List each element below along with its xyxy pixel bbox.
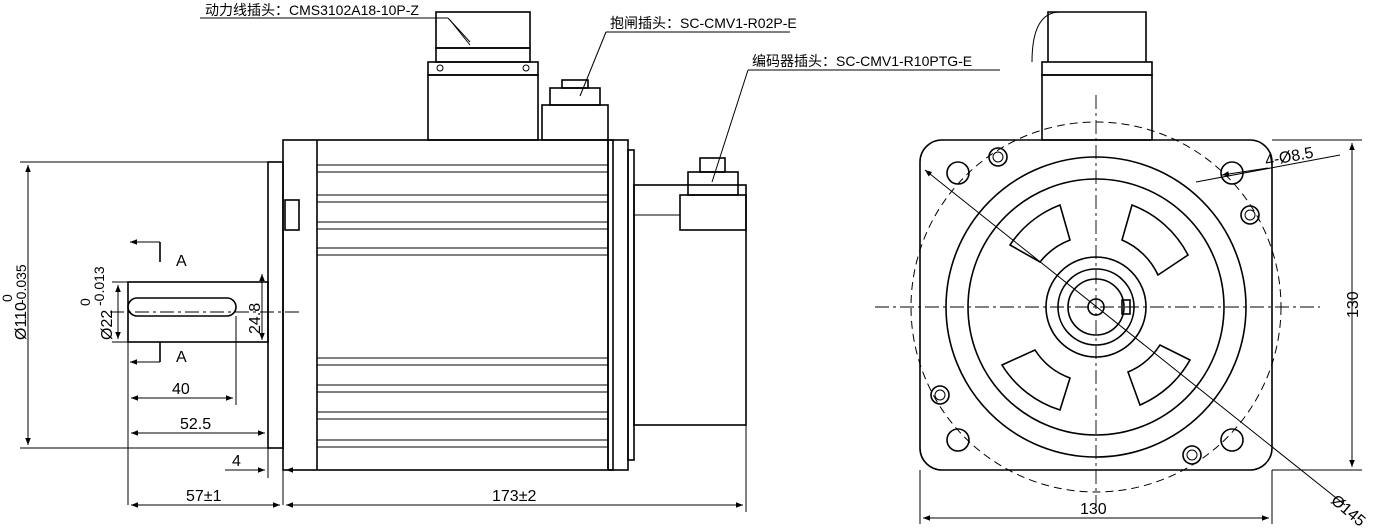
dim-key-length: 40: [127, 316, 237, 505]
dim-shaft-52: 52.5: [131, 416, 265, 436]
side-view: A A Ø110 0 -0.035 Ø22 0 -0.013 24.8: [0, 2, 1000, 512]
flange-tol-lower: -0.035: [13, 264, 29, 304]
dim-shaft-total: 57±1: [131, 488, 280, 508]
shaft-tol-lower: -0.013: [91, 266, 107, 306]
width-text: 130: [1080, 501, 1107, 518]
power-plug-label: 动力线插头：CMS3102A18-10P-Z: [205, 2, 419, 18]
front-view: Ø145 4-Ø8.5 130 130: [875, 11, 1368, 530]
dim-flange-thk: 4: [225, 448, 320, 505]
pcd-text: Ø145: [1327, 492, 1368, 530]
power-plug-callout: 动力线插头：CMS3102A18-10P-Z: [200, 2, 471, 43]
body-length-text: 173±2: [492, 488, 536, 505]
flange-dia-text: Ø110: [13, 302, 30, 340]
section-label-bottom: A: [176, 349, 187, 366]
section-marks: A A: [130, 239, 187, 366]
holes-text: 4-Ø8.5: [1264, 145, 1315, 170]
shaft-total-text: 57±1: [186, 488, 222, 505]
dim-body-length: 173±2: [286, 425, 747, 512]
dim-height: 130: [1272, 139, 1362, 471]
dim-pcd: Ø145: [924, 169, 1368, 530]
dim-width: 130: [919, 470, 1273, 524]
dim-flange-diameter: Ø110 0 -0.035: [0, 161, 268, 449]
shaft-tol-upper: 0: [77, 298, 93, 306]
encoder-plug-callout: 编码器插头：SC-CMV1-R10PTG-E: [711, 53, 1000, 183]
flange-thk-text: 4: [232, 453, 241, 470]
dim-key-height: 24.8: [247, 274, 265, 340]
flange-plate: [267, 161, 284, 449]
height-text: 130: [1345, 291, 1362, 318]
key-height-text: 24.8: [247, 303, 264, 334]
power-connector: [427, 11, 539, 141]
shaft-dia-text: Ø22: [99, 310, 116, 340]
shaft-52-text: 52.5: [180, 416, 211, 433]
flange-tol-upper: 0: [0, 294, 15, 302]
brake-connector: [541, 79, 609, 141]
brake-plug-label: 抱闸插头：SC-CMV1-R02P-E: [610, 15, 797, 31]
shaft: [110, 281, 300, 343]
front-connector: [1031, 11, 1153, 141]
section-label-top: A: [176, 253, 187, 270]
encoder-plug-label: 编码器插头：SC-CMV1-R10PTG-E: [752, 53, 972, 69]
dim-shaft-diameter: Ø22 0 -0.013: [77, 266, 128, 343]
motor-body: [282, 139, 635, 471]
encoder-cover: [633, 157, 747, 426]
key-length-text: 40: [172, 381, 190, 398]
brake-plug-callout: 抱闸插头：SC-CMV1-R02P-E: [579, 15, 797, 97]
